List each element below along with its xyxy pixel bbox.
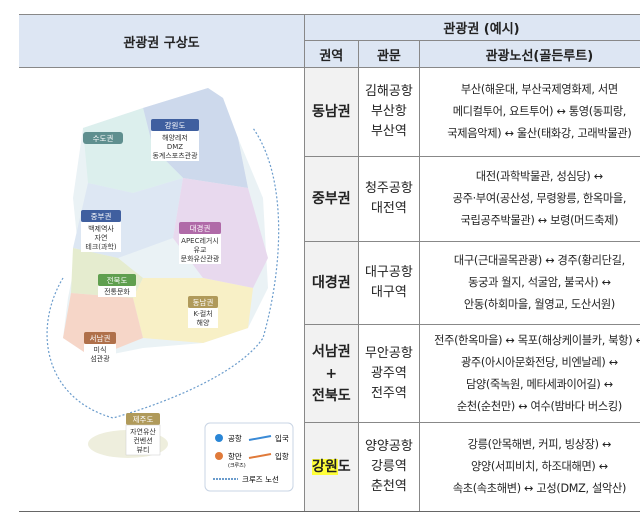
svg-text:테크(과학): 테크(과학) [85,242,116,251]
svg-text:백제역사: 백제역사 [88,224,114,233]
airport-icon [215,434,224,442]
svg-text:전통문화: 전통문화 [104,287,130,296]
routes-jungbu: 대전(과학박물관, 성심당) ↔공주·부여(공산성, 무령왕릉, 한옥마을,국립… [419,155,640,243]
routes-seonam: 전주(한옥마을) ↔ 목포(해상케이블카, 북항) ↔광주(아시아문화전당, 비… [419,323,640,424]
svg-text:(크루즈): (크루즈) [228,463,246,469]
svg-text:유교: 유교 [194,246,207,254]
svg-text:자연유산: 자연유산 [130,427,156,436]
svg-text:대경권: 대경권 [190,223,211,233]
svg-text:DMZ: DMZ [167,143,183,151]
svg-text:문화유산관광: 문화유산관광 [181,254,220,263]
svg-text:전북도: 전북도 [107,275,128,285]
header-map: 관광권 구상도 [19,14,306,68]
routes-daegyeong: 대구(근대골목관광) ↔ 경주(황리단길,동궁과 월지, 석굴암, 불국사) ↔… [419,241,640,325]
port-entry-arrow-icon [248,453,272,459]
svg-text:제주도: 제주도 [133,415,154,424]
svg-text:동계스포츠관광: 동계스포츠관광 [152,151,198,160]
region-daegyeong: 대경권 [304,241,359,325]
svg-text:항만: 항만 [228,452,242,461]
region-gangwon: 강원도 [304,422,359,512]
svg-text:섬관광: 섬관광 [90,354,110,363]
header-route: 관광노선(골든루트) [419,40,640,68]
svg-text:해양: 해양 [197,318,210,327]
header-gate: 관문 [357,40,421,68]
svg-text:입국: 입국 [275,434,289,443]
svg-text:뷰티: 뷰티 [137,445,150,454]
entry-arrow-icon [248,435,272,441]
svg-text:APEC레거시: APEC레거시 [181,236,219,245]
header-examples: 관광권 (예시) [304,14,640,41]
svg-text:강원도: 강원도 [165,120,186,130]
region-jungbu: 중부권 [304,155,359,243]
svg-text:동남권: 동남권 [193,298,214,307]
svg-text:자연: 자연 [95,233,108,242]
svg-text:입항: 입항 [275,452,289,461]
svg-text:컨벤션: 컨벤션 [133,436,152,445]
region-seonam-jeonbuk: 서남권+전북도 [304,323,359,424]
header-region: 권역 [304,40,359,68]
routes-gangwon: 강릉(안목해변, 커피, 빙상장) ↔양양(서피비치, 하조대해면) ↔속초(속… [419,422,640,512]
svg-text:중부권: 중부권 [91,212,112,221]
svg-text:해양레저: 해양레저 [162,133,188,142]
svg-text:K-컬처: K-컬처 [193,309,212,318]
svg-text:크루즈 노선: 크루즈 노선 [242,475,279,484]
svg-text:미식: 미식 [94,345,107,354]
map-legend: 공항 입국 항만 (크루즈) 입항 크루즈 노선 [204,422,294,492]
label-sudo: 수도권 [83,132,124,144]
tourism-table: 관광권 구상도 관광권 (예시) 권역 관문 관광노선(골든루트) 수도권 강원… [19,14,640,512]
port-icon [215,452,224,460]
svg-text:수도권: 수도권 [93,134,114,143]
svg-text:공항: 공항 [228,434,242,443]
svg-text:서남권: 서남권 [90,334,111,343]
region-dongnam: 동남권 [304,67,359,157]
